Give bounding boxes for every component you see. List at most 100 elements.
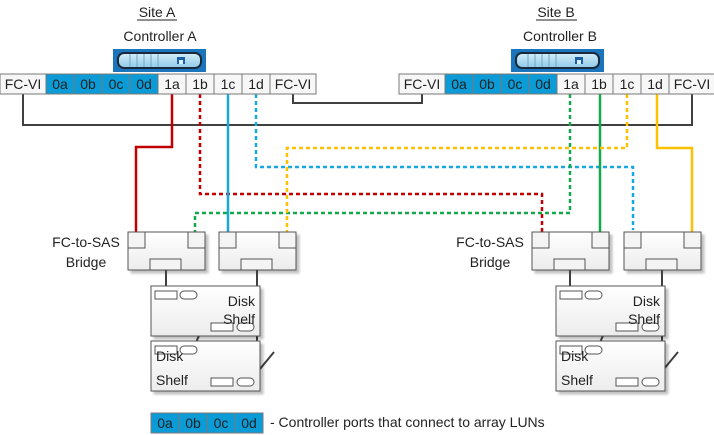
port-a-1d: 1d xyxy=(241,73,271,95)
shelf-port-in xyxy=(154,345,178,355)
shelf-port-out-2 xyxy=(641,377,660,387)
controller-b-port-row: FC-VI 0a 0b 0c 0d 1a 1b 1c 1d FC-VI xyxy=(398,73,714,95)
bridge-fc-port-left xyxy=(531,231,550,249)
svg-text:1c: 1c xyxy=(221,76,236,92)
site-b-label: Site B xyxy=(537,4,574,20)
shelf-port-out-2 xyxy=(236,377,255,387)
bridge-fc-port-left xyxy=(218,231,237,249)
shelf-label-line1: Disk xyxy=(561,348,589,364)
shelf-port-in xyxy=(154,290,178,300)
bridge-sas-port xyxy=(240,258,273,271)
bridge-sas-port xyxy=(149,258,182,271)
fcvi-cable-inner xyxy=(292,94,423,104)
port-b-fcvi-left: FC-VI xyxy=(398,73,446,95)
bridge-a-label-line2: Bridge xyxy=(66,254,107,270)
cable-b-1d xyxy=(655,94,694,232)
legend-array-port-swatch: 0a 0b 0c 0d xyxy=(150,412,264,434)
svg-text:0b: 0b xyxy=(185,415,201,431)
shelf-port-in-2 xyxy=(179,290,198,300)
shelf-port-in-2 xyxy=(584,345,603,355)
controller-a-bezel-icon xyxy=(113,49,206,72)
cable-a-1d xyxy=(254,94,635,230)
port-a-0c: 0c xyxy=(101,73,131,95)
cable-a-1b xyxy=(198,94,544,232)
svg-text:1c: 1c xyxy=(620,76,635,92)
shelf-port-in xyxy=(559,290,583,300)
svg-text:FC-VI: FC-VI xyxy=(5,76,42,92)
port-a-0a: 0a xyxy=(45,73,75,95)
port-b-fcvi-right: FC-VI xyxy=(668,73,714,95)
svg-text:0d: 0d xyxy=(241,415,257,431)
site-a-label: Site A xyxy=(139,4,176,20)
svg-text:FC-VI: FC-VI xyxy=(275,76,312,92)
port-a-fcvi-right: FC-VI xyxy=(269,73,317,95)
legend-port-0a: 0a xyxy=(150,412,180,434)
svg-text:1b: 1b xyxy=(591,76,607,92)
shelf-label-line1: Disk xyxy=(156,348,184,364)
fcvi-cable-outer xyxy=(22,94,693,126)
legend-port-0c: 0c xyxy=(206,412,236,434)
shelf-label-line1: Disk xyxy=(228,293,256,309)
bridge-b-label-line2: Bridge xyxy=(470,254,511,270)
svg-text:1a: 1a xyxy=(563,76,579,92)
bridge-b-2 xyxy=(623,231,702,271)
svg-text:0c: 0c xyxy=(214,415,229,431)
port-a-1a: 1a xyxy=(157,73,187,95)
shelf-label-line1: Disk xyxy=(633,293,661,309)
cable-a-1a xyxy=(134,94,174,232)
controller-a-port-row: FC-VI 0a 0b 0c 0d 1a 1b 1c 1d FC-VI xyxy=(0,73,317,95)
port-b-1c: 1c xyxy=(612,73,642,95)
svg-text:0c: 0c xyxy=(508,76,523,92)
shelf-port-out xyxy=(210,377,234,387)
svg-text:0a: 0a xyxy=(52,76,68,92)
svg-text:0a: 0a xyxy=(451,76,467,92)
bridge-a-1 xyxy=(127,231,206,271)
bridge-fc-port-right xyxy=(591,231,610,249)
shelf-port-in-2 xyxy=(584,290,603,300)
shelf-port-in xyxy=(559,345,583,355)
shelf-port-out xyxy=(210,322,234,332)
bridge-sas-port xyxy=(553,258,586,271)
controller-b-label: Controller B xyxy=(523,28,597,44)
svg-text:1d: 1d xyxy=(248,76,264,92)
bridge-fc-port-right xyxy=(278,231,297,249)
bridge-a-2 xyxy=(218,231,297,271)
svg-text:1d: 1d xyxy=(647,76,663,92)
shelf-label-line2: Shelf xyxy=(628,311,660,327)
bridge-a-label-line1: FC-to-SAS xyxy=(52,234,120,250)
shelf-label-line2: Shelf xyxy=(223,311,255,327)
shelf-port-out-2 xyxy=(236,322,255,332)
bridge-fc-port-left xyxy=(127,231,146,249)
svg-text:0c: 0c xyxy=(109,76,124,92)
port-a-1b: 1b xyxy=(185,73,215,95)
svg-text:FC-VI: FC-VI xyxy=(674,76,711,92)
shelf-port-in-2 xyxy=(179,345,198,355)
svg-text:1b: 1b xyxy=(192,76,208,92)
port-a-0b: 0b xyxy=(73,73,103,95)
bridge-b-1 xyxy=(531,231,610,271)
port-a-0d: 0d xyxy=(129,73,159,95)
bridge-fc-port-right xyxy=(683,231,702,249)
svg-text:FC-VI: FC-VI xyxy=(404,76,441,92)
svg-text:0b: 0b xyxy=(80,76,96,92)
svg-text:0d: 0d xyxy=(535,76,551,92)
svg-text:1a: 1a xyxy=(164,76,180,92)
shelf-port-out xyxy=(615,377,639,387)
shelf-label-line2: Shelf xyxy=(561,372,593,388)
legend-port-0b: 0b xyxy=(178,412,208,434)
bridge-sas-port xyxy=(645,258,678,271)
svg-text:0d: 0d xyxy=(136,76,152,92)
cable-b-1c xyxy=(285,94,629,232)
svg-text:0b: 0b xyxy=(479,76,495,92)
port-b-0a: 0a xyxy=(444,73,474,95)
bridge-fc-port-left xyxy=(623,231,642,249)
shelf-label-line2: Shelf xyxy=(156,372,188,388)
port-a-1c: 1c xyxy=(213,73,243,95)
port-b-0c: 0c xyxy=(500,73,530,95)
bridge-b-label-line1: FC-to-SAS xyxy=(456,234,524,250)
